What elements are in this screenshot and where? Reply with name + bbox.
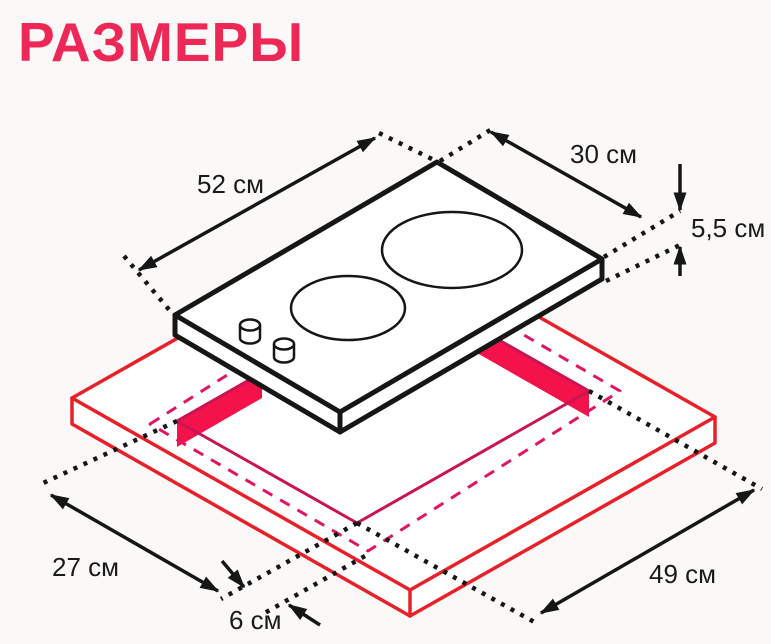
proj-line-cutout-west (40, 418, 178, 487)
worktop-thickness-edges (70, 396, 717, 618)
dim-30-arrow (489, 130, 643, 219)
page-title: РАЗМЕРЫ (18, 11, 305, 73)
knob-icon (238, 318, 262, 345)
dim-49-arrow (539, 488, 756, 615)
burner-small (289, 274, 407, 342)
hob-drawing (172, 159, 605, 435)
ext-line-52-left (122, 254, 173, 314)
ext-line-55-lower (605, 242, 681, 284)
dim-cutout-length-label: 49 см (649, 559, 716, 589)
proj-line-front-gap (261, 554, 367, 616)
proj-line-cutout-south-left (219, 521, 359, 601)
dim-cutout-width-label: 27 см (52, 552, 119, 582)
ext-line-30-left (438, 127, 494, 163)
ext-line-52-right (378, 130, 437, 164)
dimension-annotations: 52 см 30 см 5,5 см 27 см 6 см 49 см (40, 127, 765, 635)
knob-icon (272, 337, 296, 364)
burner-large (380, 210, 524, 290)
cutout-wall-right (470, 323, 589, 417)
ext-line-30-right (602, 209, 682, 259)
proj-line-cutout-south-right (355, 521, 538, 625)
hob-inner-edges (172, 256, 605, 435)
dim-hob-height-label: 5,5 см (691, 213, 765, 243)
dim-52-arrow (137, 136, 377, 272)
dim-hob-width-label: 52 см (197, 169, 264, 199)
dim-6-arrow-left (220, 559, 246, 589)
dim-27-arrow (49, 493, 220, 593)
dim-cutout-front-gap-label: 6 см (229, 605, 282, 635)
dim-6-arrow-right (287, 603, 321, 627)
cutout-wall-left (177, 372, 262, 447)
proj-line-cutout-east (587, 389, 764, 491)
hob-footprint-dashed (148, 262, 622, 553)
dim-hob-depth-label: 30 см (570, 139, 637, 169)
